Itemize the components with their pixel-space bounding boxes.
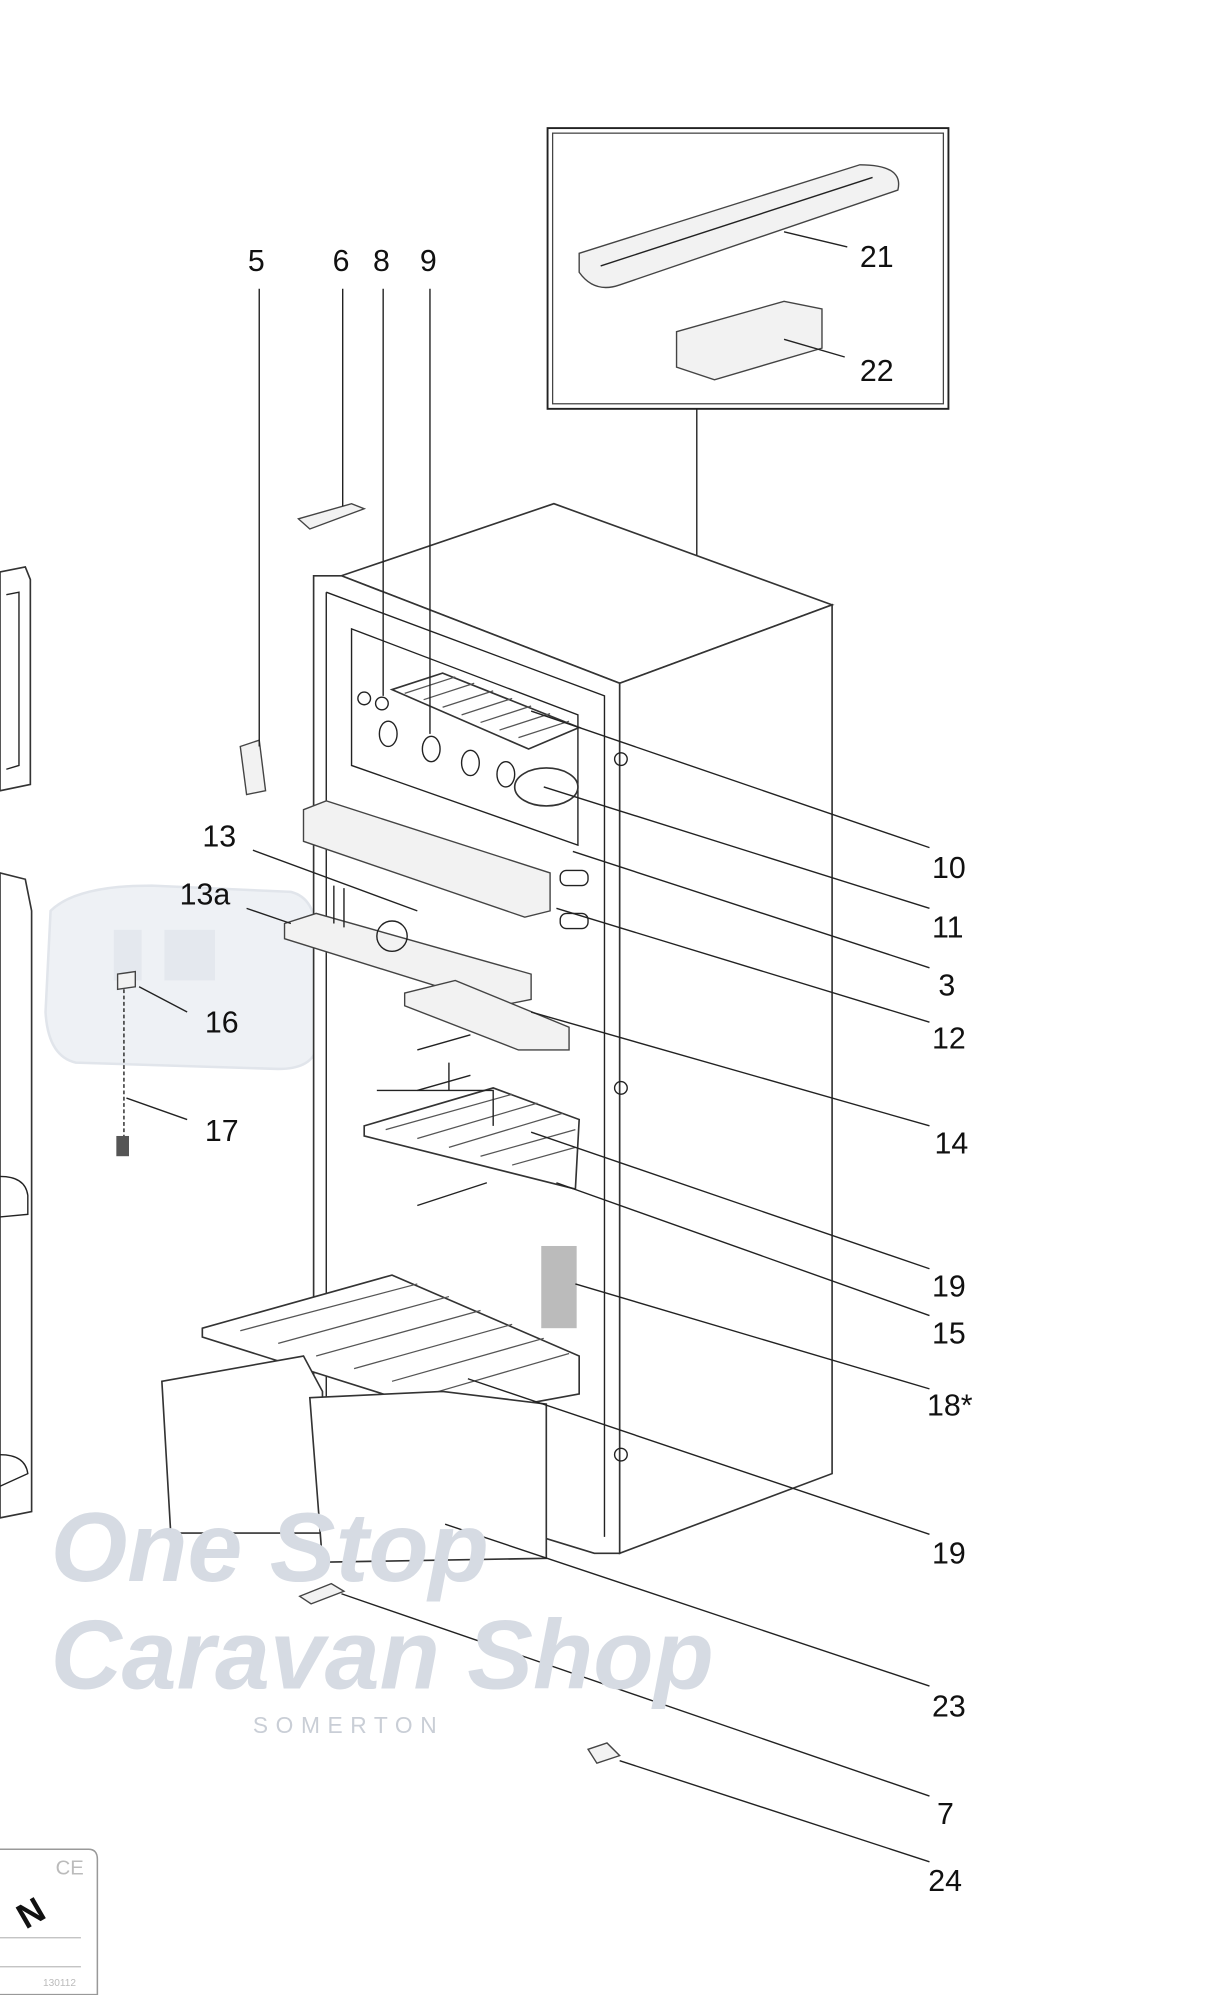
part-5 xyxy=(239,739,267,796)
label-17: 17 xyxy=(205,1115,239,1148)
watermark: One Stop Caravan Shop SOMERTON xyxy=(51,1492,714,1738)
label-18: 18* xyxy=(927,1389,973,1422)
badge-code: 130112 xyxy=(43,1978,76,1989)
door-shelves xyxy=(283,800,589,1007)
label-15: 15 xyxy=(932,1317,966,1350)
part-16 xyxy=(116,970,137,991)
watermark-caravan xyxy=(44,884,318,1071)
door-fragment xyxy=(0,565,33,1519)
label-3: 3 xyxy=(938,970,955,1003)
label-19-upper: 19 xyxy=(932,1271,966,1304)
watermark-line2: Caravan Shop xyxy=(51,1600,714,1710)
freezer-parts xyxy=(357,672,582,807)
part-23-bin-right xyxy=(308,1390,548,1563)
label-22: 22 xyxy=(860,355,894,388)
part-17 xyxy=(116,1135,129,1157)
label-13a: 13a xyxy=(180,879,231,912)
label-6: 6 xyxy=(333,245,350,278)
ce-mark: CE xyxy=(56,1857,84,1879)
label-5: 5 xyxy=(248,245,265,278)
label-11: 11 xyxy=(932,911,963,944)
part-21-shelf xyxy=(578,164,900,289)
label-16: 16 xyxy=(205,1006,239,1039)
label-21: 21 xyxy=(860,241,894,274)
label-13: 13 xyxy=(202,820,236,853)
watermark-line1: One Stop xyxy=(51,1492,489,1602)
small-parts xyxy=(116,502,621,1765)
leader-lines xyxy=(126,288,930,1863)
part-22-tray xyxy=(675,300,823,381)
label-14: 14 xyxy=(935,1128,969,1161)
part-18-label xyxy=(541,1245,577,1329)
label-9: 9 xyxy=(420,245,437,278)
label-8: 8 xyxy=(373,245,390,278)
shelves xyxy=(363,979,581,1207)
label-19-lower: 19 xyxy=(932,1537,966,1570)
part-labels: 5 6 8 9 10 11 3 12 13 13a 16 17 14 19 15… xyxy=(180,245,973,1898)
part-7 xyxy=(298,1582,346,1605)
watermark-location: SOMERTON xyxy=(253,1712,444,1738)
freezer-compartment xyxy=(350,627,579,847)
crisper xyxy=(161,1274,581,1563)
label-10: 10 xyxy=(932,852,966,885)
label-23: 23 xyxy=(932,1690,966,1723)
label-24: 24 xyxy=(928,1865,962,1898)
part-6 xyxy=(297,502,367,530)
label-12: 12 xyxy=(932,1023,966,1056)
label-7: 7 xyxy=(937,1798,954,1831)
certification-badge: CE 130112 N xyxy=(0,1848,99,1995)
part-24 xyxy=(586,1742,621,1765)
